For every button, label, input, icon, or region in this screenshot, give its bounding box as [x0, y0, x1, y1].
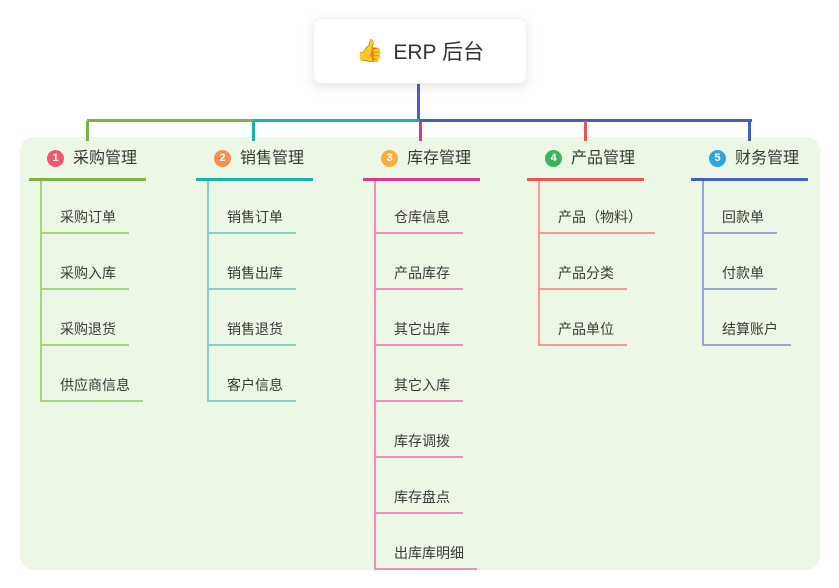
branch-label: 产品管理	[571, 150, 636, 167]
branch-drop-line	[252, 121, 255, 141]
child-node[interactable]: 其它入库	[376, 375, 463, 402]
branch-node[interactable]: 4 产品管理	[527, 148, 645, 181]
child-node[interactable]: 产品库存	[376, 263, 463, 290]
child-node[interactable]: 其它出库	[376, 319, 463, 346]
child-node[interactable]: 结算账户	[704, 319, 791, 346]
branch-drop-line	[419, 121, 422, 141]
child-node[interactable]: 库存盘点	[376, 487, 463, 514]
branch-children: 采购订单采购入库采购退货供应商信息	[40, 181, 146, 402]
branch-drop-line	[748, 121, 751, 141]
child-node[interactable]: 仓库信息	[376, 207, 463, 234]
root-drop-line	[417, 82, 420, 120]
mindmap-branch: 3 库存管理 仓库信息产品库存其它出库其它入库库存调拨库存盘点出库库明细	[363, 148, 481, 570]
mindmap-branch: 4 产品管理 产品（物料） 产品分类产品单位	[527, 148, 655, 346]
child-node[interactable]: 库存调拨	[376, 431, 463, 458]
branch-label: 财务管理	[735, 150, 800, 167]
branch-drop-line	[86, 121, 89, 141]
mindmap-branch: 5 财务管理 回款单付款单结算账户	[691, 148, 809, 346]
branch-label: 库存管理	[407, 150, 472, 167]
child-node[interactable]: 出库库明细	[376, 543, 477, 570]
branch-node[interactable]: 5 财务管理	[691, 148, 809, 181]
mindmap-branch: 2 销售管理 销售订单销售出库销售退货客户信息	[196, 148, 314, 402]
branch-children: 销售订单销售出库销售退货客户信息	[207, 181, 313, 402]
branch-number-badge: 2	[214, 150, 231, 167]
child-node[interactable]: 销售退货	[209, 319, 296, 346]
branch-children: 产品（物料） 产品分类产品单位	[538, 181, 655, 346]
child-node[interactable]: 采购入库	[42, 263, 129, 290]
branch-node[interactable]: 1 采购管理	[29, 148, 147, 181]
bus-segment	[253, 119, 421, 122]
bus-segment	[87, 119, 254, 122]
child-node[interactable]: 回款单	[704, 207, 777, 234]
branch-number-badge: 4	[545, 150, 562, 167]
child-node[interactable]: 付款单	[704, 263, 777, 290]
root-title: ERP 后台	[393, 41, 485, 64]
child-node[interactable]: 销售出库	[209, 263, 296, 290]
mindmap-branch: 1 采购管理 采购订单采购入库采购退货供应商信息	[29, 148, 147, 402]
branch-drop-line	[584, 121, 587, 141]
branch-number-badge: 1	[47, 150, 64, 167]
child-node[interactable]: 销售订单	[209, 207, 296, 234]
root-node[interactable]: 👍 ERP 后台	[313, 18, 527, 84]
bus-segment	[419, 119, 752, 122]
child-node[interactable]: 产品单位	[540, 319, 627, 346]
thumbs-up-icon: 👍	[355, 38, 384, 63]
branch-label: 销售管理	[240, 150, 305, 167]
branch-number-badge: 3	[381, 150, 398, 167]
child-node[interactable]: 产品分类	[540, 263, 627, 290]
branches-background-panel	[20, 137, 820, 570]
child-node[interactable]: 采购订单	[42, 207, 129, 234]
branch-children: 回款单付款单结算账户	[702, 181, 808, 346]
child-node[interactable]: 供应商信息	[42, 375, 143, 402]
branch-node[interactable]: 3 库存管理	[363, 148, 481, 181]
child-node[interactable]: 客户信息	[209, 375, 296, 402]
branch-node[interactable]: 2 销售管理	[196, 148, 314, 181]
child-node[interactable]: 产品（物料）	[540, 207, 655, 234]
child-node[interactable]: 采购退货	[42, 319, 129, 346]
branch-label: 采购管理	[73, 150, 138, 167]
branch-children: 仓库信息产品库存其它出库其它入库库存调拨库存盘点出库库明细	[374, 181, 480, 570]
branch-number-badge: 5	[709, 150, 726, 167]
